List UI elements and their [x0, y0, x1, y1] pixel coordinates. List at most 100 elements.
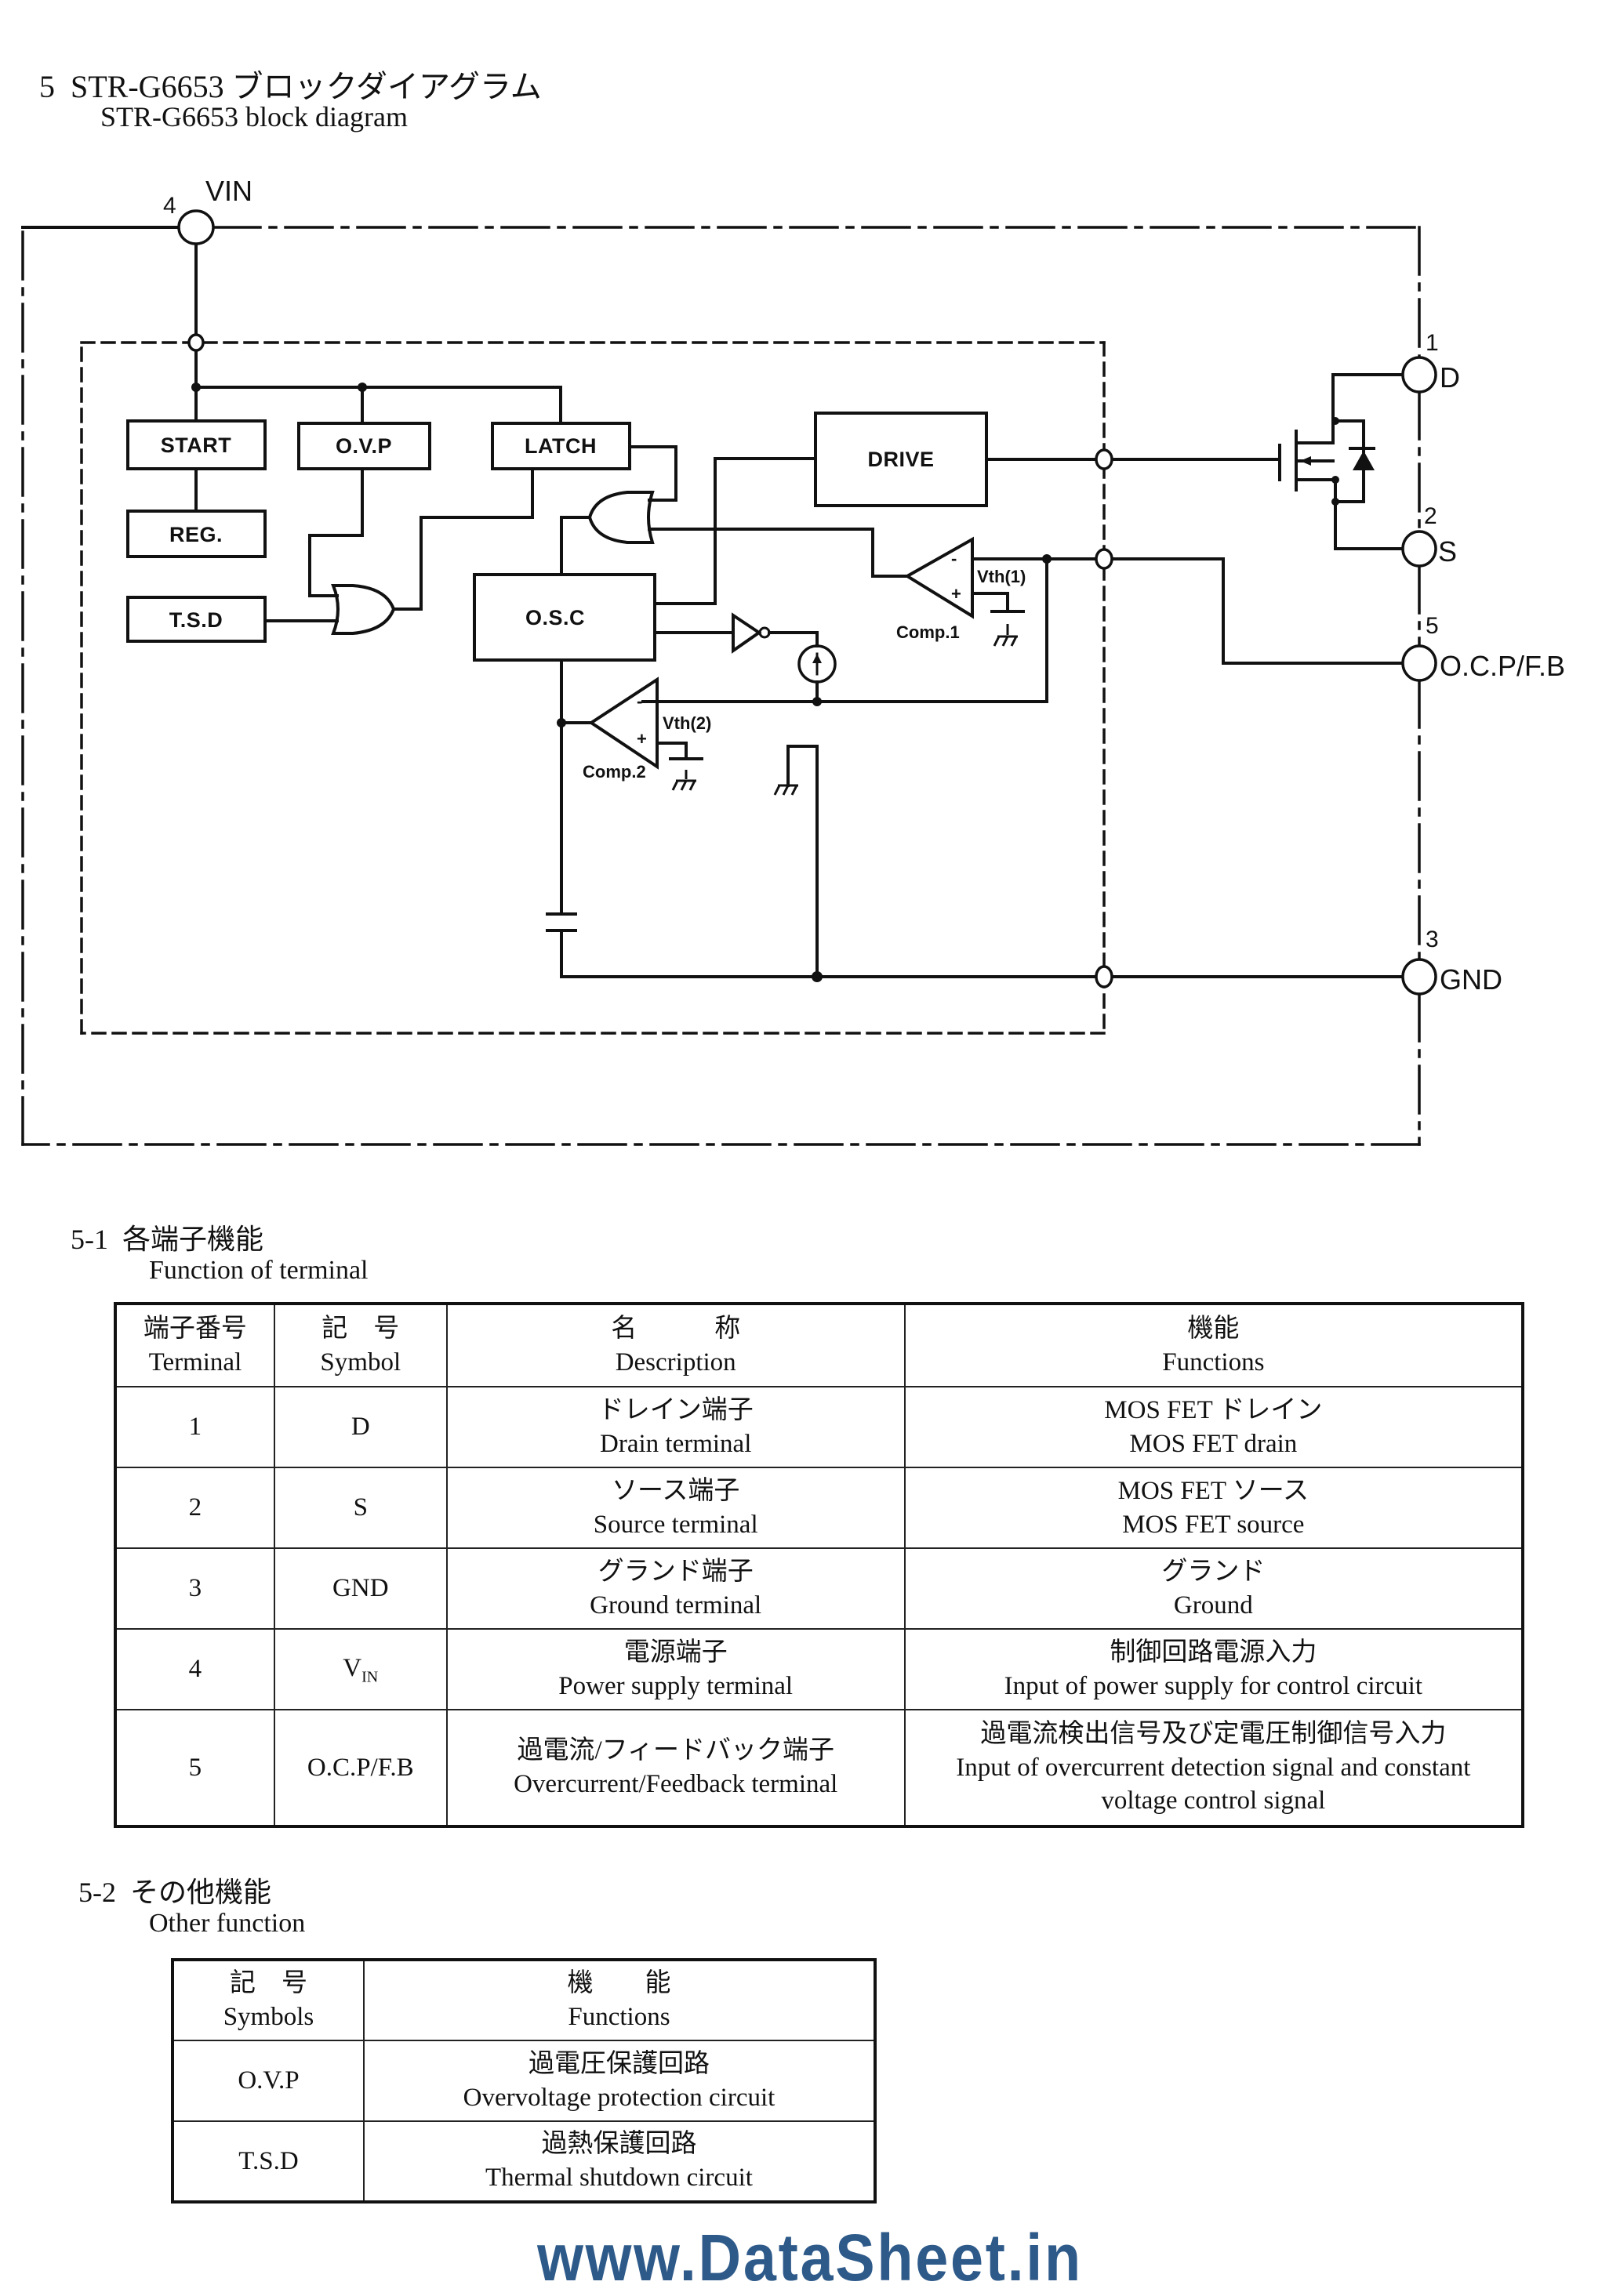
pin-gnd-circle — [1401, 958, 1437, 996]
header-en: Functions — [1162, 1347, 1265, 1377]
cell-terminal: 4 — [114, 1628, 275, 1710]
pin-vin-number: 4 — [163, 193, 176, 219]
control-ic-outline — [80, 341, 1106, 1035]
comp1-label: Comp.1 — [896, 622, 960, 642]
arrow-up-icon — [812, 654, 822, 663]
header-jp: 端子番号 — [143, 1314, 247, 1343]
header-jp: 機能 — [1187, 1314, 1240, 1343]
func-en: Input of power supply for control circui… — [1004, 1671, 1423, 1700]
section2-title-jp: その他機能 — [130, 1877, 272, 1908]
cell-symbol: VIN — [273, 1628, 448, 1710]
func-jp: 過電圧保護回路 — [528, 2049, 710, 2078]
comp1-minus: - — [951, 549, 957, 568]
cell-symbol: GND — [273, 1547, 448, 1630]
ground-icon — [993, 624, 1018, 647]
cell-description: 電源端子 Power supply terminal — [445, 1628, 906, 1710]
pin-vin-circle — [177, 209, 215, 245]
pin-ocp-circle — [1401, 644, 1437, 682]
cell-terminal: 2 — [114, 1467, 275, 1549]
section2-number: 5-2 — [78, 1877, 116, 1908]
junction-dot — [1331, 417, 1339, 425]
section1-number: 5-1 — [71, 1224, 108, 1255]
header-en: Description — [615, 1347, 736, 1377]
diode-icon — [1353, 451, 1375, 470]
node-circle — [187, 333, 205, 352]
section1-title-jp: 各端子機能 — [122, 1224, 264, 1255]
header-description: 名 称 Description — [445, 1303, 906, 1387]
cell-function: グランド Ground — [903, 1547, 1524, 1630]
func-jp: MOS FET ドレイン — [1104, 1395, 1323, 1424]
block-drive-label: DRIVE — [867, 448, 934, 471]
package-outline — [21, 226, 1421, 1146]
section1-heading-jp: 5-1 各端子機能 — [71, 1217, 263, 1257]
heading-number: 5 — [39, 69, 55, 104]
block-latch-label: LATCH — [525, 434, 597, 458]
junction-dot — [1042, 554, 1052, 564]
cell-symbol: S — [273, 1467, 448, 1549]
diagram-heading-jp: 5 STR-G6653 ブロックダイアグラム — [39, 61, 542, 107]
header-en: Symbols — [223, 2003, 314, 2031]
ground-icon — [773, 784, 798, 796]
header-en: Functions — [568, 2003, 670, 2031]
header-en: Terminal — [148, 1347, 242, 1377]
node-circle — [1095, 448, 1113, 470]
desc-en: Overcurrent/Feedback terminal — [514, 1770, 838, 1798]
start-box — [126, 419, 267, 470]
func-en: MOS FET source — [1122, 1510, 1305, 1539]
vth2-label: Vth(2) — [663, 713, 711, 733]
junction-dot — [812, 971, 823, 982]
cell-terminal: 5 — [114, 1709, 275, 1827]
or-gate-protection — [331, 584, 396, 635]
func-en: Ground — [1173, 1591, 1253, 1620]
pin-ocp-name: O.C.P/F.B — [1440, 650, 1565, 682]
section2-title-en: Other function — [149, 1909, 306, 1938]
header-symbol: 記 号 Symbol — [273, 1303, 448, 1387]
pin-ocp-number: 5 — [1426, 613, 1439, 639]
heading-title-jp: STR-G6653 ブロックダイアグラム — [71, 69, 542, 104]
comparator-2 — [588, 676, 659, 770]
block-tsd-label: T.S.D — [169, 608, 223, 632]
cell-symbol: T.S.D — [172, 2120, 365, 2203]
pin-d-number: 1 — [1426, 330, 1439, 356]
cell-terminal: 1 — [114, 1386, 275, 1468]
func-en: Overvoltage protection circuit — [463, 2083, 775, 2112]
pin-d-circle — [1401, 356, 1437, 394]
func-jp: グランド — [1161, 1557, 1266, 1586]
header-en: Symbol — [320, 1347, 401, 1377]
desc-jp: グランド端子 — [598, 1557, 754, 1586]
node-circle — [1095, 965, 1113, 988]
symbol-subscript: IN — [361, 1668, 379, 1686]
comp1-plus: + — [951, 584, 961, 604]
section1-title-en: Function of terminal — [149, 1256, 369, 1285]
func-en: MOS FET drain — [1129, 1429, 1298, 1458]
cell-description: 過電流/フィードバック端子 Overcurrent/Feedback termin… — [445, 1709, 906, 1827]
pin-gnd-name: GND — [1440, 963, 1502, 996]
desc-jp: 過電流/フィードバック端子 — [517, 1736, 834, 1765]
watermark-link[interactable]: www.DataSheet.in — [537, 2221, 1083, 2294]
cell-function: MOS FET ドレイン MOS FET drain — [903, 1386, 1524, 1468]
junction-dot — [191, 383, 201, 392]
block-start-label: START — [161, 433, 232, 457]
pin-d-name: D — [1440, 361, 1460, 394]
cell-description: ドレイン端子 Drain terminal — [445, 1386, 906, 1468]
reg-box — [126, 510, 267, 558]
header-jp: 記 号 — [321, 1314, 400, 1343]
mosfet — [1278, 373, 1404, 550]
desc-en: Drain terminal — [600, 1429, 752, 1458]
block-ovp-label: O.V.P — [336, 434, 392, 458]
desc-en: Power supply terminal — [558, 1671, 794, 1700]
junction-dot — [1331, 476, 1339, 484]
desc-jp: 電源端子 — [623, 1638, 728, 1667]
pin-s-name: S — [1438, 535, 1457, 568]
desc-jp: ドレイン端子 — [598, 1395, 754, 1424]
junction-dot — [358, 383, 367, 392]
vth1-label: Vth(1) — [977, 567, 1026, 586]
header-jp: 名 称 — [611, 1314, 741, 1343]
or-gate-latch — [587, 491, 655, 544]
